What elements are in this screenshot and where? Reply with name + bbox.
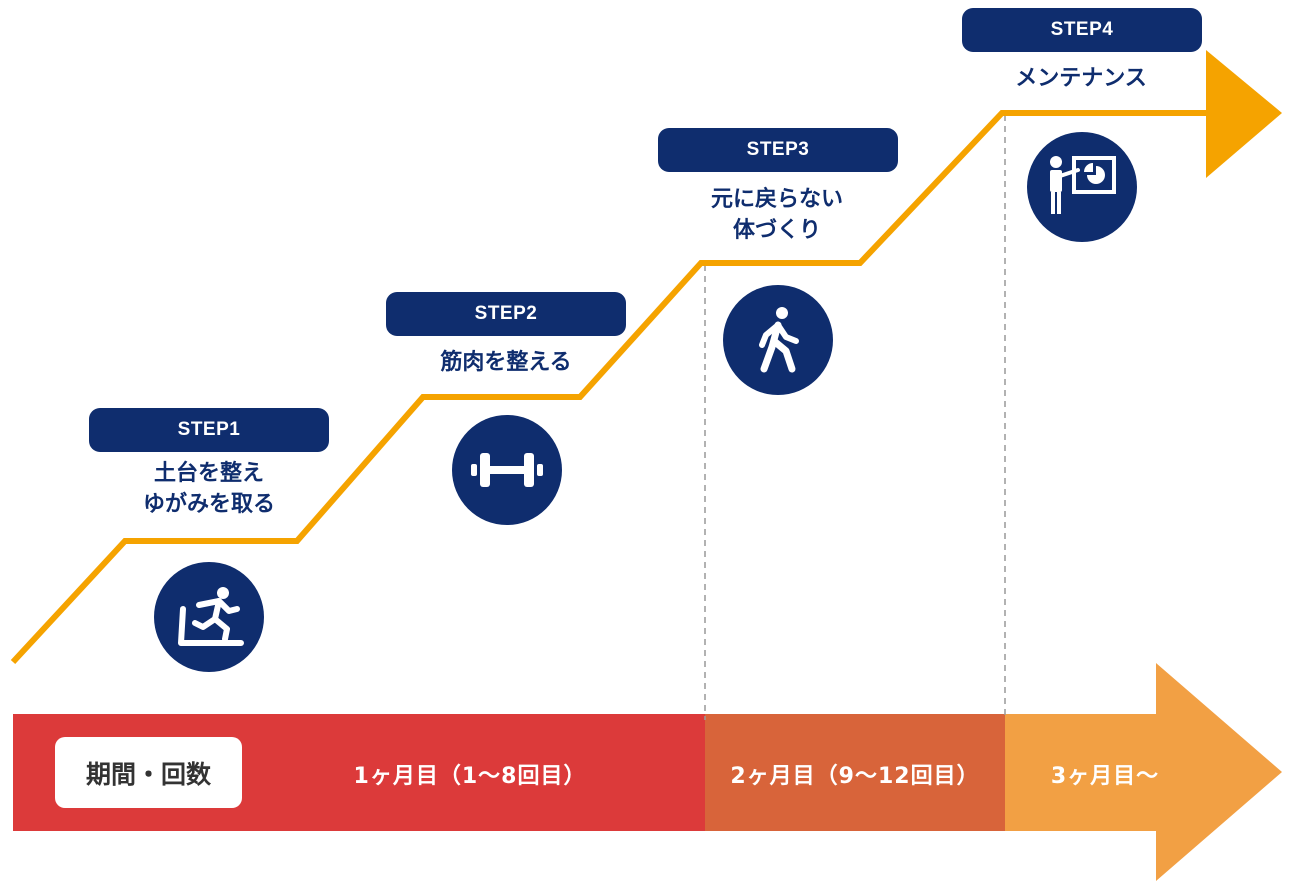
presentation-icon (1050, 156, 1116, 214)
period-count-label: 期間・回数 (55, 737, 242, 808)
step3-icon-circle (723, 285, 833, 395)
timeline-phase2-text: 2ヶ月目（9〜12回目） (730, 764, 980, 789)
step1-title: 土台を整え ゆがみを取る (142, 461, 275, 517)
progress-staircase-line (10, 110, 1210, 665)
treadmill-icon (178, 587, 244, 646)
step1-icon-circle (154, 562, 264, 672)
step4-badge: STEP4 (962, 8, 1202, 52)
step4-title: メンテナンス (1015, 66, 1147, 91)
walking-person-icon (759, 307, 799, 373)
step3-badge: STEP3 (658, 128, 898, 172)
dumbbell-icon (471, 453, 543, 487)
progress-arrowhead (1206, 50, 1282, 178)
step2-badge: STEP2 (386, 292, 626, 336)
step4-icon-circle (1027, 132, 1137, 242)
timeline-phase3-arrow (1005, 663, 1282, 881)
step2-icon-circle (452, 415, 562, 525)
timeline-phase3-text: 3ヶ月目〜 (1050, 764, 1160, 789)
step2-title: 筋肉を整える (440, 350, 572, 375)
step3-title: 元に戻らない 体づくり (710, 187, 843, 243)
timeline-phase1-text: 1ヶ月目（1〜8回目） (353, 764, 587, 789)
step1-badge: STEP1 (89, 408, 329, 452)
timeline-phase2-band (705, 714, 1005, 831)
